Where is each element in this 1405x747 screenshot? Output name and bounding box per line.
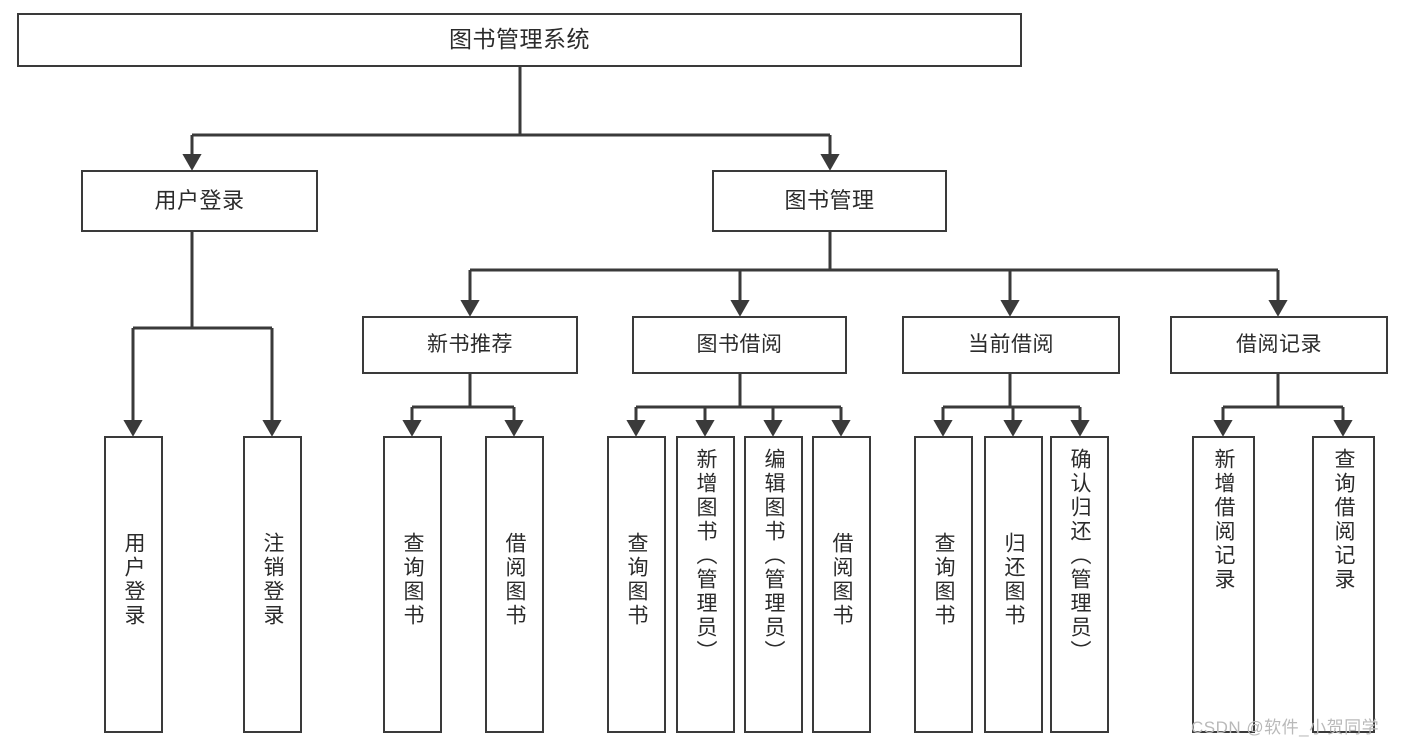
node-label: 图书管理 — [784, 188, 875, 214]
node-label: 归还图书 — [1002, 532, 1025, 628]
node-label: 借阅图书 — [830, 532, 853, 628]
node-label: 图书管理系统 — [449, 26, 590, 53]
node-label: 确认归还（管理员） — [1068, 448, 1091, 664]
node-leaf-query-book-1[interactable]: 查询图书 — [383, 436, 442, 733]
node-label: 新增图书（管理员） — [694, 448, 717, 664]
node-root-book-management-system[interactable]: 图书管理系统 — [17, 13, 1022, 67]
node-user-login[interactable]: 用户登录 — [81, 170, 318, 232]
node-label: 注销登录 — [261, 532, 284, 628]
node-label: 新书推荐 — [427, 332, 513, 356]
node-label: 查询图书 — [932, 532, 955, 628]
node-label: 查询借阅记录 — [1332, 448, 1355, 592]
node-leaf-borrow-book-2[interactable]: 借阅图书 — [812, 436, 871, 733]
node-label: 新增借阅记录 — [1212, 448, 1235, 592]
node-label: 查询图书 — [625, 532, 648, 628]
node-leaf-add-borrow-record[interactable]: 新增借阅记录 — [1192, 436, 1255, 733]
node-label: 用户登录 — [154, 188, 245, 214]
node-leaf-query-borrow-record[interactable]: 查询借阅记录 — [1312, 436, 1375, 733]
node-leaf-edit-book-admin[interactable]: 编辑图书（管理员） — [744, 436, 803, 733]
node-new-book-recommend[interactable]: 新书推荐 — [362, 316, 578, 374]
csdn-watermark: CSDN @软件_小贺同学 — [1191, 718, 1380, 737]
node-borrow-record[interactable]: 借阅记录 — [1170, 316, 1388, 374]
node-current-borrow[interactable]: 当前借阅 — [902, 316, 1120, 374]
node-label: 图书借阅 — [696, 332, 783, 356]
node-label: 借阅图书 — [503, 532, 526, 628]
node-label: 当前借阅 — [968, 332, 1054, 356]
node-leaf-user-logout-action[interactable]: 注销登录 — [243, 436, 302, 733]
node-leaf-query-book-2[interactable]: 查询图书 — [607, 436, 666, 733]
node-label: 用户登录 — [122, 532, 145, 628]
node-label: 编辑图书（管理员） — [762, 448, 785, 664]
node-label: 查询图书 — [401, 532, 424, 628]
node-leaf-add-book-admin[interactable]: 新增图书（管理员） — [676, 436, 735, 733]
node-book-management[interactable]: 图书管理 — [712, 170, 947, 232]
node-leaf-return-book[interactable]: 归还图书 — [984, 436, 1043, 733]
node-leaf-user-login-action[interactable]: 用户登录 — [104, 436, 163, 733]
node-leaf-confirm-return-admin[interactable]: 确认归还（管理员） — [1050, 436, 1109, 733]
node-book-borrow[interactable]: 图书借阅 — [632, 316, 847, 374]
node-label: 借阅记录 — [1236, 332, 1322, 356]
node-leaf-borrow-book-1[interactable]: 借阅图书 — [485, 436, 544, 733]
node-leaf-query-book-3[interactable]: 查询图书 — [914, 436, 973, 733]
